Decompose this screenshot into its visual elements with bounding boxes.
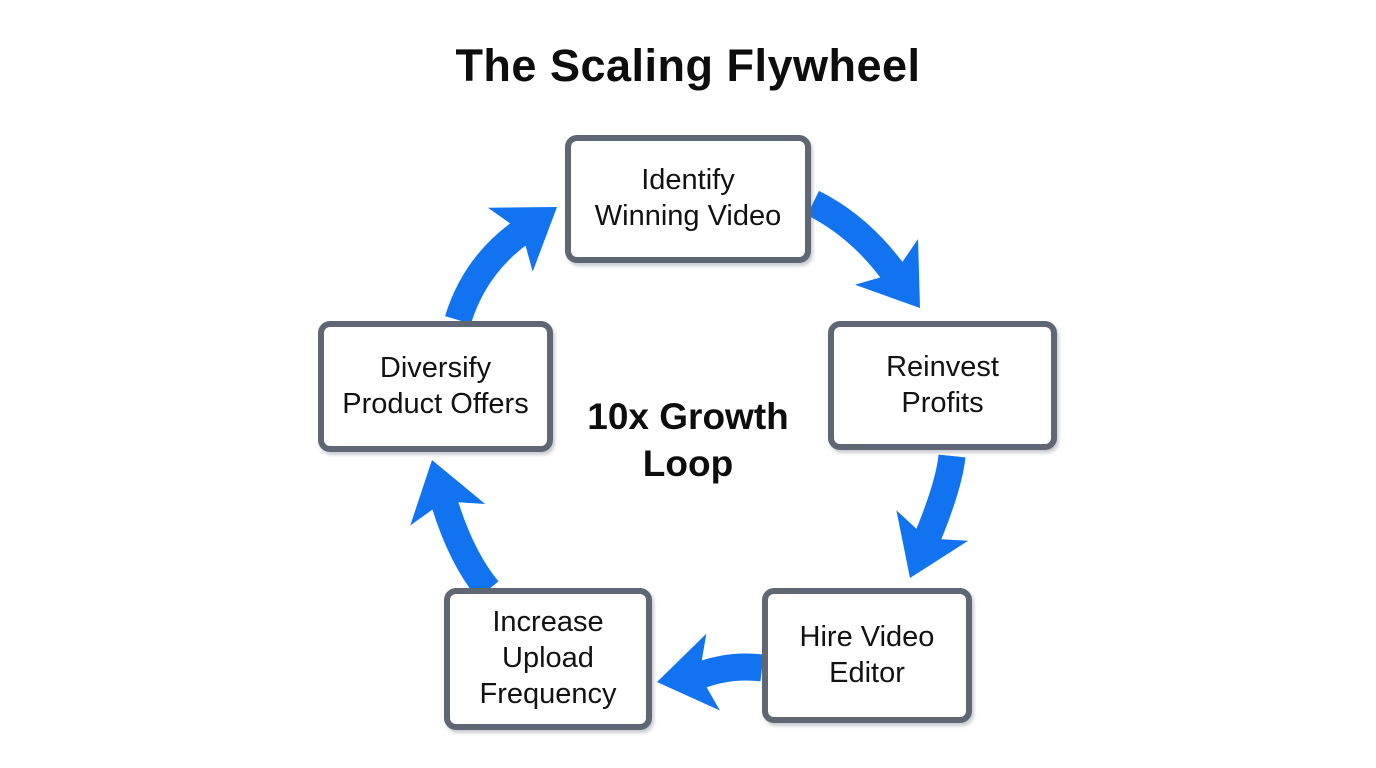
arrow-diversify-to-identify [445,207,557,325]
node-increase-upload-frequency: Increase Upload Frequency [444,588,652,730]
node-diversify-product-offers: Diversify Product Offers [318,321,553,452]
arrow-identify-to-reinvest [806,190,920,308]
diagram-title: The Scaling Flywheel [455,40,921,91]
arrow-increase-to-diversify [410,460,499,599]
node-hire-video-editor: Hire Video Editor [762,588,972,723]
center-loop-label: 10x Growth Loop [587,396,789,485]
node-reinvest-profits: Reinvest Profits [828,321,1057,450]
arrow-reinvest-to-hire [896,454,969,578]
arrow-hire-to-increase [657,633,764,711]
node-identify-winning-video: Identify Winning Video [565,135,811,263]
